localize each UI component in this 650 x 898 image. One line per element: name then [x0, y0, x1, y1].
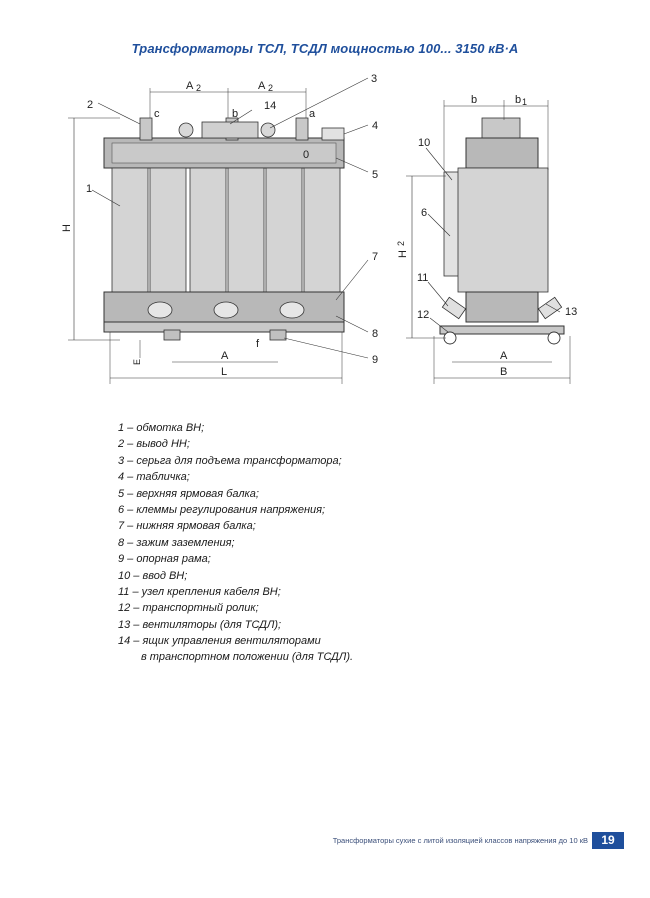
nameplate: [321, 127, 345, 141]
side-dim-h2: H: [397, 250, 409, 258]
dim-a2-right-sub: 2: [268, 83, 273, 93]
support-foot-left: [163, 329, 181, 341]
side-dim-h2-sub: 2: [396, 241, 406, 246]
legend-list: 1 – обмотка ВН; 2 – вывод НН; 3 – серьга…: [118, 420, 353, 666]
side-dim-b1: b: [515, 94, 521, 106]
side-dim-a: A: [500, 350, 508, 362]
fan-left: [147, 301, 173, 319]
lifting-lug-left: [178, 122, 194, 138]
legend-item: 1 – обмотка ВН;: [118, 422, 205, 434]
side-top-terminal: [481, 117, 521, 141]
base-frame: [103, 321, 345, 333]
legend-item: 4 – табличка;: [118, 471, 190, 484]
callout-3: 3: [371, 73, 377, 85]
callout-2: 2: [87, 99, 93, 111]
callout-4: 4: [372, 120, 378, 132]
side-bottom-yoke: [465, 291, 539, 323]
coil-1-left: [111, 167, 149, 293]
callout-12: 12: [417, 309, 429, 321]
callout-7: 7: [372, 251, 378, 263]
dim-h: H: [61, 224, 73, 232]
dim-f: f: [256, 338, 260, 350]
callout-6: 6: [421, 207, 427, 219]
dim-a: a: [309, 108, 316, 120]
legend-item: 9 – опорная рама;: [118, 553, 211, 566]
lv-terminal-right: [295, 117, 309, 141]
legend-item: 11 – узел крепления кабеля ВН;: [118, 585, 281, 598]
lv-terminal-left: [139, 117, 153, 141]
legend-item: 7 – нижняя ярмовая балка;: [118, 520, 256, 533]
lifting-lug-right: [260, 122, 276, 138]
dim-a2-right: A: [258, 80, 266, 92]
front-view: A 2 A 2 c b a 0 H E A L f 2 3: [61, 73, 378, 384]
dim-l: L: [221, 366, 227, 378]
side-view: b b 1 H 2 A B 10 6 11 12 13: [396, 94, 577, 384]
coil-1-right: [149, 167, 187, 293]
side-base-frame: [439, 325, 565, 335]
fan-control-box: [201, 121, 259, 139]
dim-a2-left-sub: 2: [196, 83, 201, 93]
side-fan-right: [537, 296, 563, 320]
fan-mid: [213, 301, 239, 319]
footer-text: Трансформаторы сухие с литой изоляцией к…: [332, 836, 588, 845]
support-foot-right: [269, 329, 287, 341]
dim-a-bottom: A: [221, 350, 229, 362]
wheel-right: [547, 331, 561, 345]
callout-14: 14: [264, 100, 276, 112]
callout-10: 10: [418, 137, 430, 149]
callout-11: 11: [417, 272, 428, 284]
callout-13: 13: [565, 306, 577, 318]
side-dim-b1-sub: 1: [522, 97, 527, 107]
legend-item: 8 – зажим заземления;: [118, 536, 235, 549]
coil-2-right: [227, 167, 265, 293]
legend-item-continuation: в транспортном положении (для ТСДЛ).: [141, 651, 354, 664]
dim-e: E: [132, 359, 142, 365]
callout-9: 9: [372, 354, 378, 366]
coil-3-left: [265, 167, 303, 293]
transformer-drawing: A 2 A 2 c b a 0 H E A L f 2 3: [61, 73, 577, 384]
side-dim-b: b: [471, 94, 477, 106]
legend-item: 2 – вывод НН;: [118, 438, 190, 451]
side-fan-left: [441, 296, 467, 320]
legend-item: 13 – вентиляторы (для ТСДЛ);: [118, 618, 282, 631]
legend-item: 3 – серьга для подъема трансформатора;: [118, 454, 342, 467]
side-top-yoke: [465, 137, 539, 169]
legend-item: 12 – транспортный ролик;: [118, 602, 259, 615]
dim-c: c: [154, 108, 160, 120]
fan-right: [279, 301, 305, 319]
side-coil: [457, 167, 549, 293]
side-dim-b-bottom: B: [500, 366, 507, 378]
top-yoke-beam-inner: [111, 142, 337, 164]
callout-8: 8: [372, 328, 378, 340]
coil-2-left: [189, 167, 227, 293]
page-number-badge: 19: [592, 832, 624, 849]
legend-item: 14 – ящик управления вентиляторами: [118, 635, 321, 648]
coil-3-right: [303, 167, 341, 293]
legend-item: 5 – верхняя ярмовая балка;: [118, 487, 259, 500]
callout-5: 5: [372, 169, 378, 181]
dim-a2-left: A: [186, 80, 194, 92]
dim-o: 0: [303, 149, 309, 161]
legend-item: 6 – клеммы регулирования напряжения;: [118, 503, 326, 516]
callout-1: 1: [86, 183, 92, 195]
legend-item: 10 – ввод ВН;: [118, 569, 188, 582]
page-title: Трансформаторы ТСЛ, ТСДЛ мощностью 100..…: [131, 41, 519, 56]
dim-b: b: [232, 108, 238, 120]
